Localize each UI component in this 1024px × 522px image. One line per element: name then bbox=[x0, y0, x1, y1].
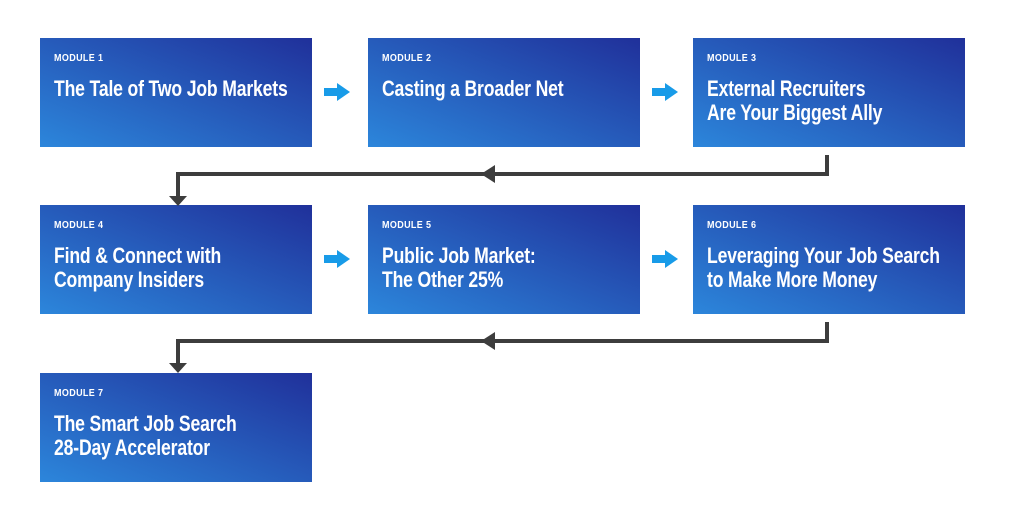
module-card-7: MODULE 7 The Smart Job Search 28-Day Acc… bbox=[40, 373, 312, 482]
right-arrow-icon bbox=[652, 250, 678, 268]
connector-line bbox=[176, 339, 180, 365]
left-arrowhead-icon bbox=[481, 332, 495, 350]
module-card-2: MODULE 2 Casting a Broader Net bbox=[368, 38, 640, 147]
module-card-4: MODULE 4 Find & Connect with Company Ins… bbox=[40, 205, 312, 314]
connector-line bbox=[825, 322, 829, 343]
module-card-6: MODULE 6 Leveraging Your Job Search to M… bbox=[693, 205, 965, 314]
down-arrowhead-icon bbox=[169, 196, 187, 206]
module-number-label: MODULE 5 bbox=[382, 220, 432, 231]
module-number-label: MODULE 7 bbox=[54, 388, 104, 399]
module-title-line: The Other 25% bbox=[382, 267, 504, 292]
down-arrowhead-icon bbox=[169, 363, 187, 373]
connector-line bbox=[825, 155, 829, 176]
module-title-line: External Recruiters bbox=[707, 76, 866, 101]
module-number-label: MODULE 3 bbox=[707, 53, 757, 64]
module-card-1: MODULE 1 The Tale of Two Job Markets bbox=[40, 38, 312, 147]
module-number-label: MODULE 4 bbox=[54, 220, 104, 231]
module-card-5: MODULE 5 Public Job Market: The Other 25… bbox=[368, 205, 640, 314]
module-title-line: Find & Connect with bbox=[54, 243, 222, 268]
module-title-line: 28-Day Accelerator bbox=[54, 435, 210, 460]
module-title: Casting a Broader Net bbox=[382, 77, 626, 101]
right-arrow-icon bbox=[324, 250, 350, 268]
right-arrow-icon bbox=[324, 83, 350, 101]
module-title-line: The Tale of Two Job Markets bbox=[54, 76, 288, 101]
module-number-label: MODULE 1 bbox=[54, 53, 104, 64]
connector-line bbox=[176, 172, 180, 198]
right-arrow-icon bbox=[652, 83, 678, 101]
module-title: External Recruiters Are Your Biggest All… bbox=[707, 77, 951, 125]
module-title: The Tale of Two Job Markets bbox=[54, 77, 298, 101]
module-number-label: MODULE 6 bbox=[707, 220, 757, 231]
module-title-line: Leveraging Your Job Search bbox=[707, 243, 940, 268]
module-title-line: Public Job Market: bbox=[382, 243, 536, 268]
module-title-line: Casting a Broader Net bbox=[382, 76, 564, 101]
module-title: Find & Connect with Company Insiders bbox=[54, 244, 298, 292]
connector-line bbox=[176, 172, 829, 176]
module-title-line: to Make More Money bbox=[707, 267, 878, 292]
module-card-3: MODULE 3 External Recruiters Are Your Bi… bbox=[693, 38, 965, 147]
module-title-line: Are Your Biggest Ally bbox=[707, 100, 883, 125]
module-title: Public Job Market: The Other 25% bbox=[382, 244, 626, 292]
module-number-label: MODULE 2 bbox=[382, 53, 432, 64]
left-arrowhead-icon bbox=[481, 165, 495, 183]
module-title-line: The Smart Job Search bbox=[54, 411, 237, 436]
connector-line bbox=[176, 339, 829, 343]
module-title: The Smart Job Search 28-Day Accelerator bbox=[54, 412, 298, 460]
module-title-line: Company Insiders bbox=[54, 267, 205, 292]
module-title: Leveraging Your Job Search to Make More … bbox=[707, 244, 951, 292]
